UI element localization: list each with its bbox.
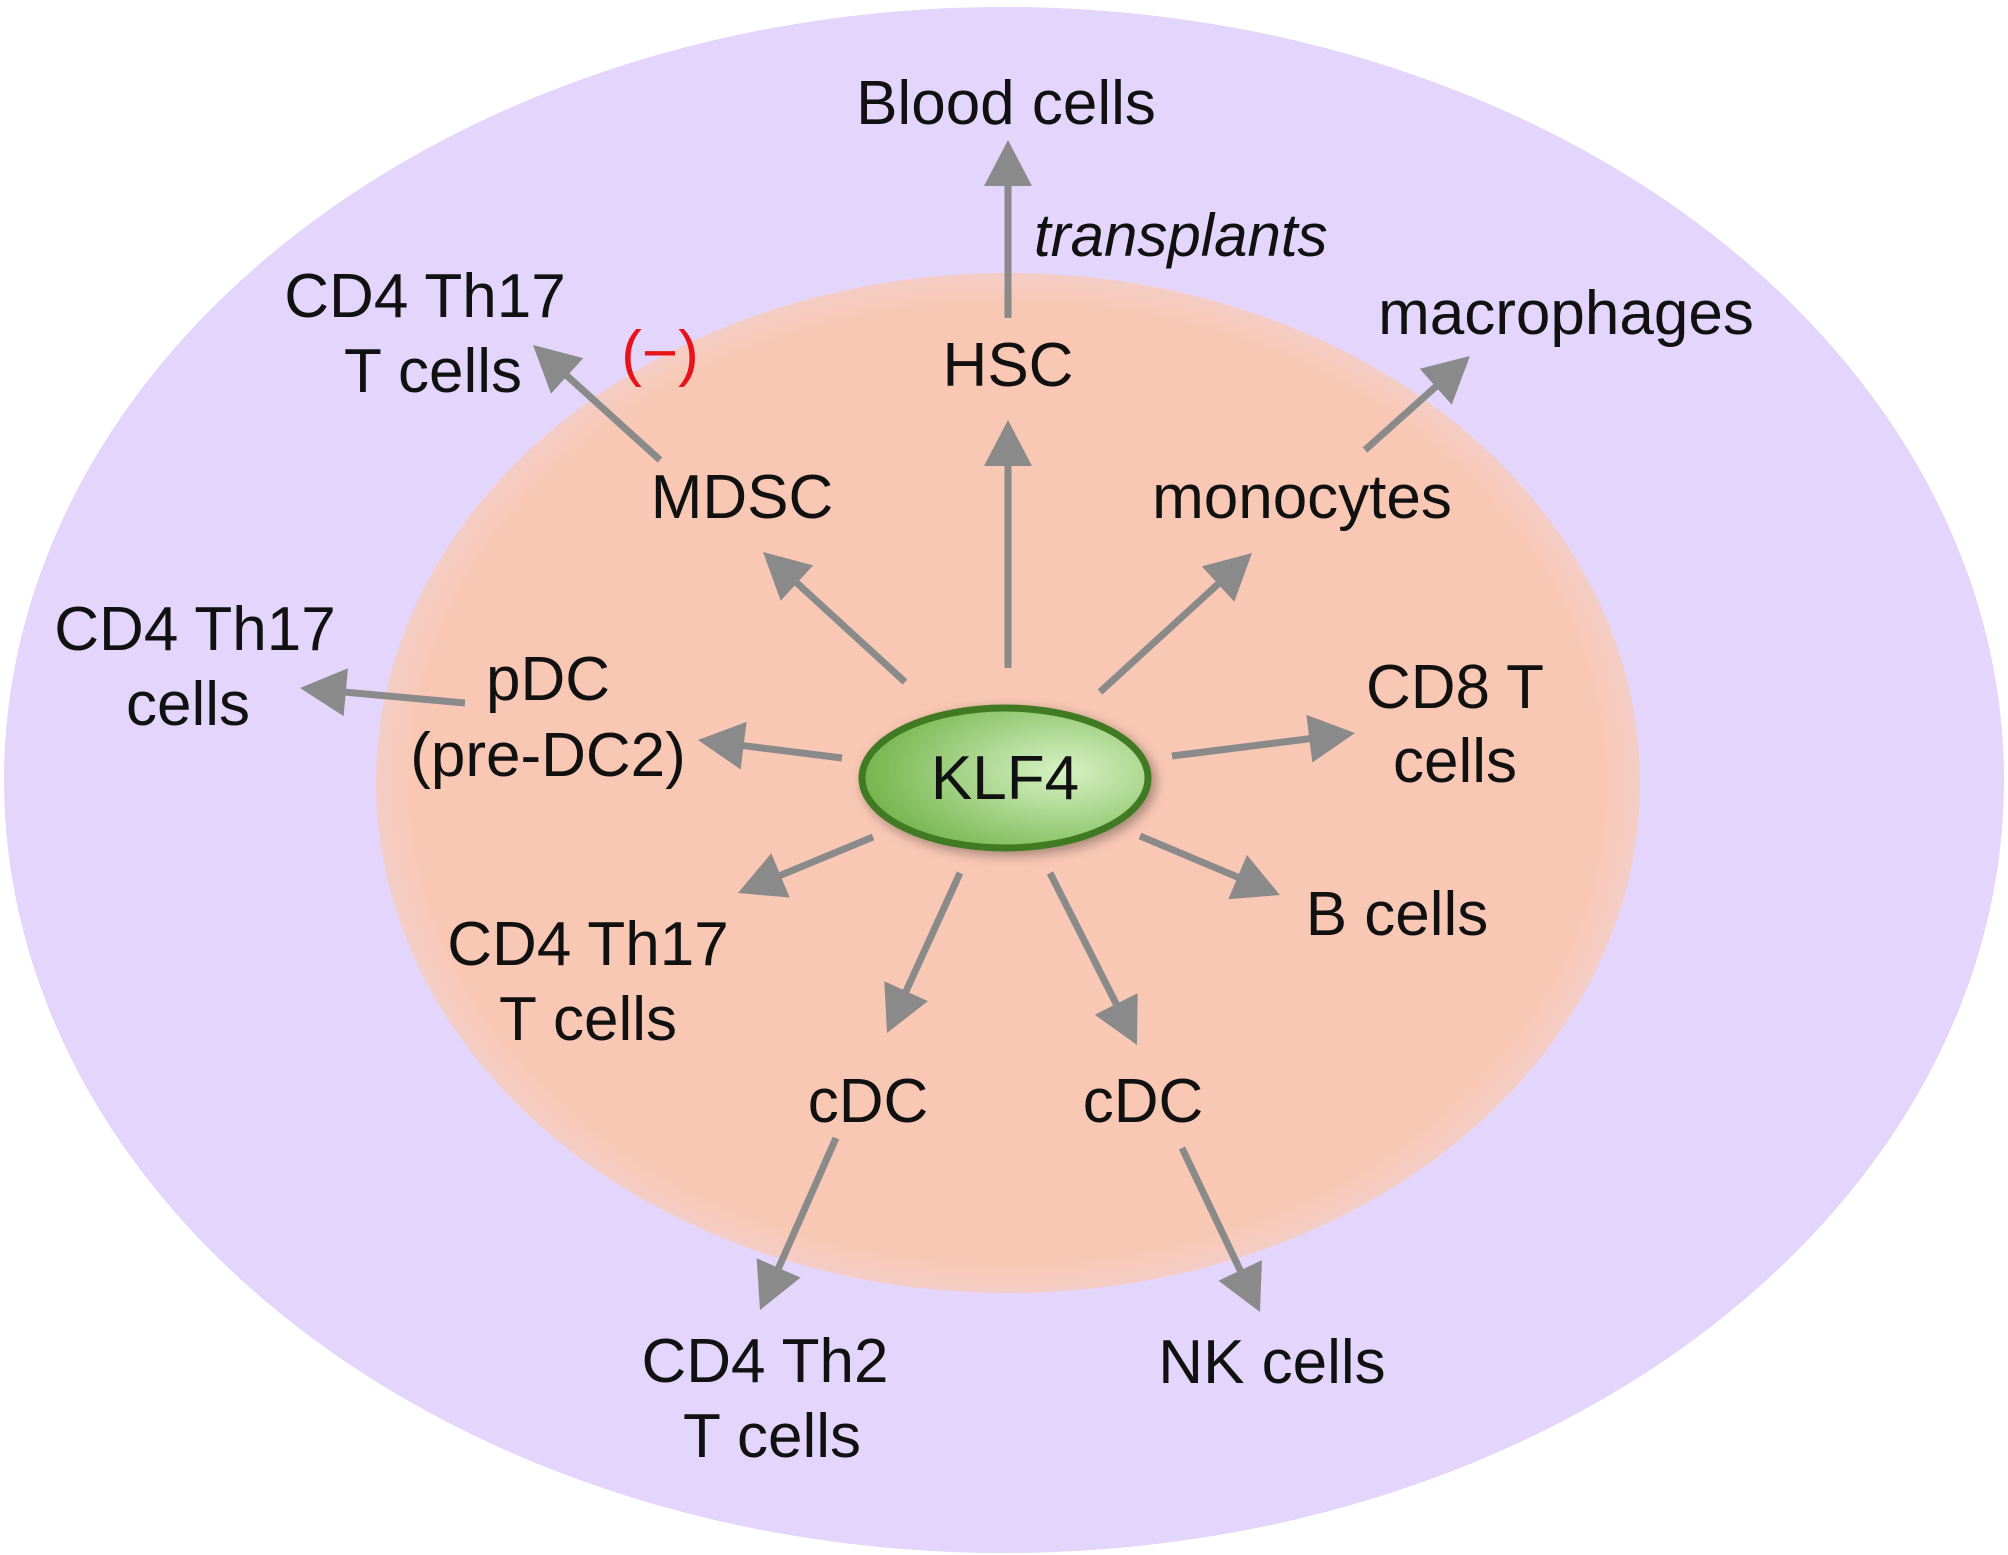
arrow-cdc-to-nk <box>1178 1146 1262 1312</box>
arrow-klf4-to-cd8-head <box>1306 714 1355 763</box>
arrow-klf4-to-pdc-shaft <box>741 741 843 762</box>
arrow-cdc-to-th2-shaft <box>774 1136 840 1272</box>
arrow-klf4-to-cdc-right <box>1046 871 1138 1045</box>
negative-regulation-label: (−) <box>621 319 699 388</box>
th2-label-line2: T cells <box>683 1402 861 1471</box>
arrow-cdc-to-th2-head <box>756 1258 801 1310</box>
arrow-klf4-to-cdc-left-head <box>884 981 928 1033</box>
arrow-klf4-to-monocytes <box>1097 553 1252 695</box>
cd8-label-line1: CD8 T <box>1366 653 1544 722</box>
arrow-hsc-to-blood-head <box>984 140 1032 186</box>
arrow-klf4-to-th17inner-shaft <box>777 833 875 880</box>
arrow-cdc-to-nk-head <box>1218 1260 1262 1312</box>
arrow-cdc-to-th2 <box>756 1136 840 1310</box>
arrow-klf4-to-mdsc <box>763 552 908 685</box>
arrow-pdc-to-th17-shaft <box>343 688 466 707</box>
arrow-klf4-to-mdsc-head <box>763 552 814 601</box>
pdc-label-line1: pDC <box>486 645 610 714</box>
arrow-hsc-to-blood <box>984 140 1032 318</box>
cdc-right-label: cDC <box>1083 1067 1204 1136</box>
arrow-klf4-to-hsc <box>984 420 1032 668</box>
arrow-klf4-to-monocytes-shaft <box>1097 580 1222 695</box>
arrow-mdsc-to-th17-shaft <box>563 371 663 463</box>
bcells-label: B cells <box>1306 880 1489 949</box>
nk-cells-label: NK cells <box>1158 1328 1385 1397</box>
arrow-klf4-to-th17inner-head <box>738 853 790 898</box>
arrow-pdc-to-th17 <box>300 668 466 717</box>
arrow-mdsc-to-th17 <box>533 345 663 463</box>
arrow-cdc-to-nk-shaft <box>1178 1146 1245 1274</box>
arrow-mdsc-to-th17-head <box>533 345 584 394</box>
th17-top-label-line2: T cells <box>344 337 522 406</box>
arrow-klf4-to-pdc <box>698 721 843 770</box>
mdsc-label: MDSC <box>651 463 834 532</box>
arrow-klf4-to-hsc-head <box>984 420 1032 466</box>
th17-top-label-line1: CD4 Th17 <box>284 262 565 331</box>
arrow-klf4-to-cdc-right-shaft <box>1046 871 1121 1008</box>
arrow-klf4-to-bcells-shaft <box>1138 832 1241 882</box>
monocytes-label: monocytes <box>1152 463 1452 532</box>
arrow-pdc-to-th17-head <box>300 668 348 717</box>
th17-inner-label-line1: CD4 Th17 <box>447 910 728 979</box>
blood-cells-label: Blood cells <box>856 69 1156 138</box>
arrow-monocytes-to-macro-head <box>1419 356 1470 405</box>
arrows <box>300 140 1470 1312</box>
arrow-klf4-to-bcells <box>1138 832 1280 900</box>
klf4-node <box>858 704 1152 852</box>
th17-left-label-line1: CD4 Th17 <box>54 595 335 664</box>
arrow-klf4-to-cd8-shaft <box>1171 735 1312 760</box>
macrophages-label: macrophages <box>1378 279 1754 348</box>
cdc-left-label: cDC <box>808 1067 929 1136</box>
arrow-klf4-to-cd8 <box>1171 714 1355 763</box>
transplants-label: transplants <box>1034 202 1328 269</box>
arrow-monocytes-to-macro-shaft <box>1362 382 1440 453</box>
th2-label-line1: CD4 Th2 <box>642 1327 889 1396</box>
arrow-klf4-to-cdc-left <box>884 871 964 1033</box>
arrow-monocytes-to-macro <box>1362 356 1470 453</box>
arrow-klf4-to-cdc-left-shaft <box>902 871 964 995</box>
klf4-label: KLF4 <box>931 744 1079 813</box>
cd8-label-line2: cells <box>1393 727 1517 796</box>
th17-inner-label-line2: T cells <box>499 985 677 1054</box>
arrow-klf4-to-cdc-right-head <box>1094 993 1138 1045</box>
arrow-klf4-to-monocytes-head <box>1201 553 1252 602</box>
hsc-label: HSC <box>943 331 1074 400</box>
arrow-klf4-to-th17inner <box>738 833 875 898</box>
pdc-label-line2: (pre-DC2) <box>410 721 686 790</box>
th17-left-label-line2: cells <box>126 670 250 739</box>
arrow-klf4-to-pdc-head <box>698 721 747 770</box>
arrow-klf4-to-bcells-head <box>1228 855 1280 900</box>
arrow-klf4-to-mdsc-shaft <box>793 579 908 685</box>
